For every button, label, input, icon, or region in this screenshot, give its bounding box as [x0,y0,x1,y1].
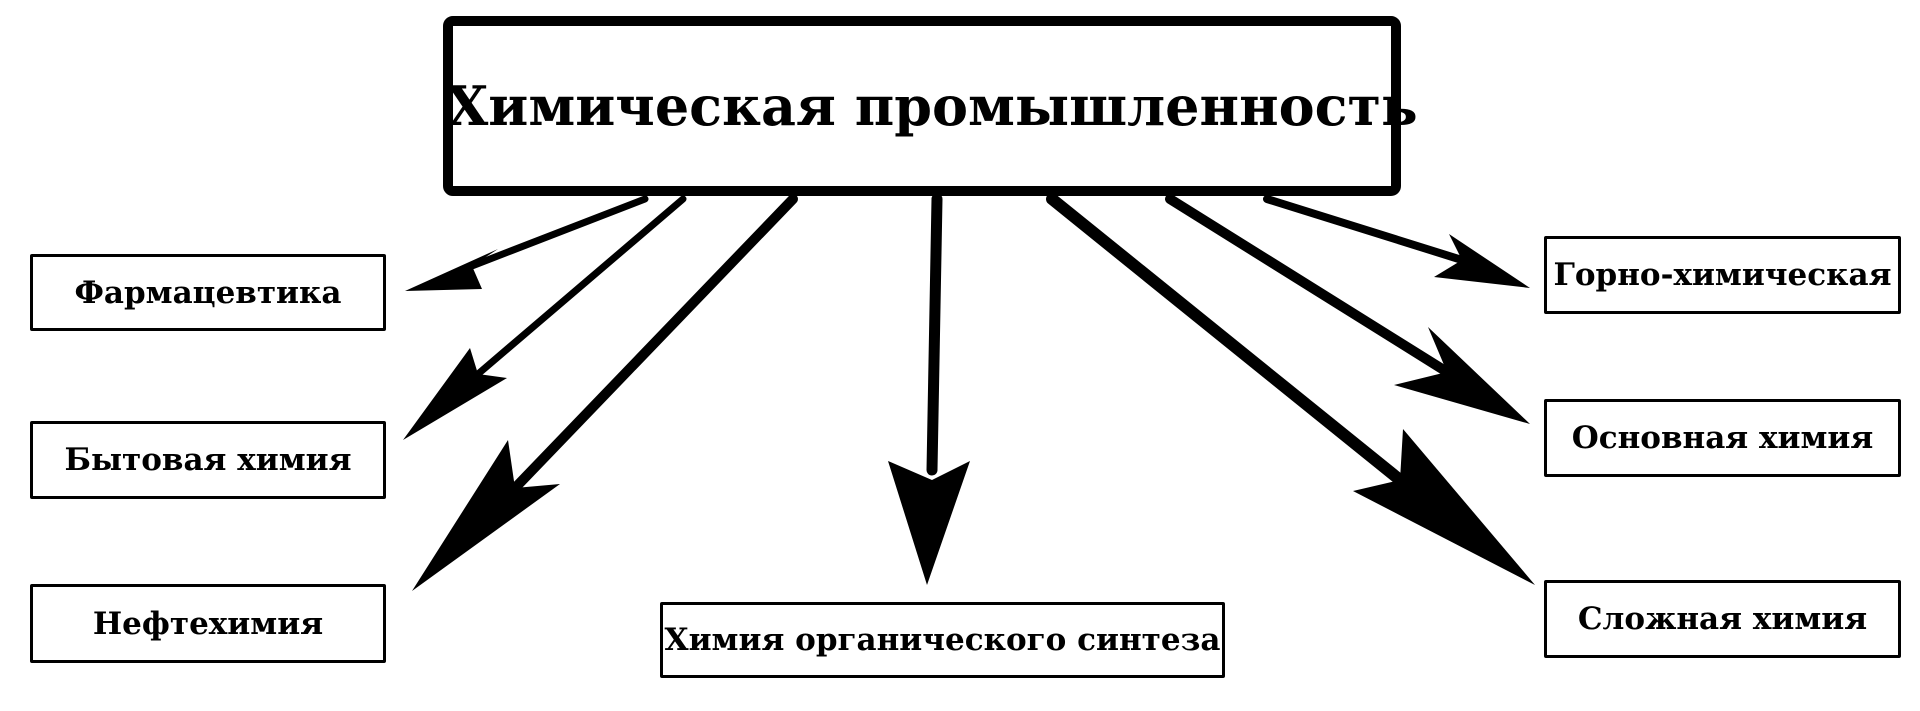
root-node-label: Химическая промышленность [446,74,1418,138]
arrow-to-basic [1165,194,1530,424]
node-household-chemistry-label: Бытовая химия [64,442,352,478]
node-organic-synthesis: Химия органического синтеза [660,602,1225,678]
node-mining-chemistry: Горно-химическая [1544,236,1901,314]
node-basic-chemistry-label: Основная химия [1571,420,1874,456]
node-complex-chemistry: Сложная химия [1544,580,1901,658]
arrow-to-complex [1046,193,1535,585]
arrow-to-petrochemistry [412,194,798,591]
arrow-to-household [403,195,687,440]
node-household-chemistry: Бытовая химия [30,421,386,499]
node-complex-chemistry-label: Сложная химия [1577,601,1868,637]
node-basic-chemistry: Основная химия [1544,399,1901,477]
root-node: Химическая промышленность [443,16,1418,196]
arrow-to-organic-synthesis [888,193,970,585]
node-petrochemistry: Нефтехимия [30,584,386,663]
node-pharmaceutics: Фармацевтика [30,254,386,331]
node-organic-synthesis-label: Химия органического синтеза [664,622,1221,658]
arrow-to-pharmaceutics [405,195,649,291]
node-mining-chemistry-label: Горно-химическая [1553,257,1892,293]
node-petrochemistry-label: Нефтехимия [92,605,324,642]
node-pharmaceutics-label: Фармацевтика [74,274,342,311]
arrow-to-mining [1263,195,1530,288]
